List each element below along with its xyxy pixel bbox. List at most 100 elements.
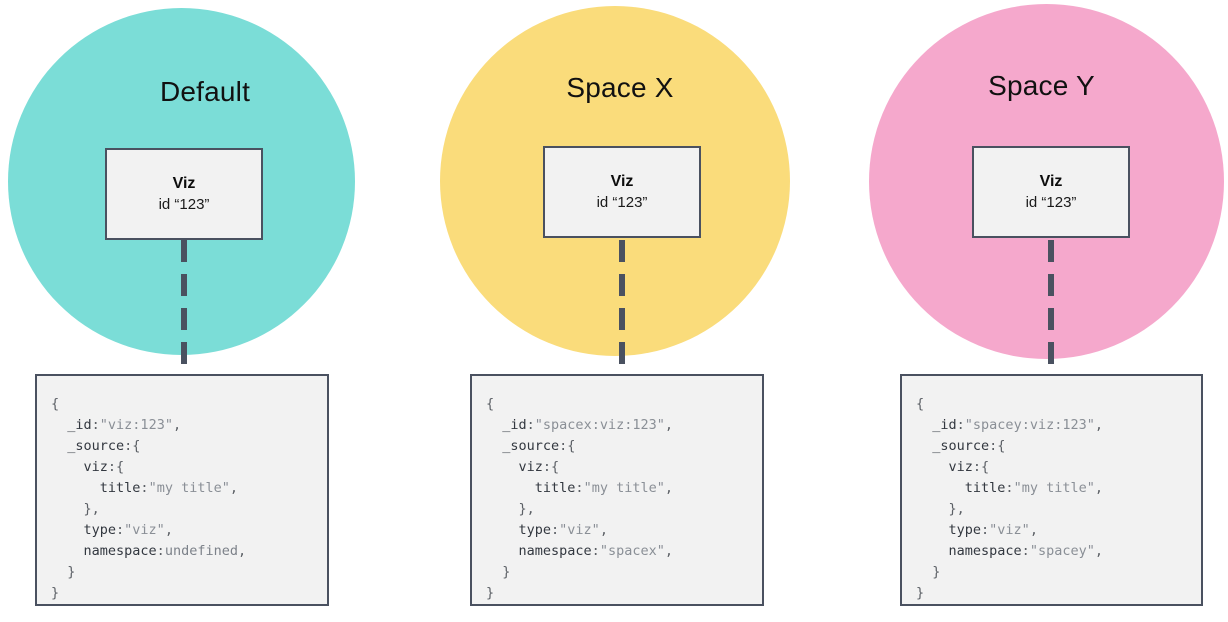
code-token-val: "spacey" [1029,543,1095,559]
code-line: _source:{ [486,436,748,457]
viz-node-subtitle: id “123” [1025,193,1077,211]
code-line: type:"viz", [51,520,313,541]
code-token-punct: :{ [124,438,141,454]
code-line: _source:{ [51,436,313,457]
code-line: }, [486,499,748,520]
code-token-key: _source [502,438,560,454]
code-token-punct: : [1021,543,1030,559]
code-line: } [51,583,313,604]
viz-node-spacey: Viz id “123” [972,146,1130,238]
code-token-key: namespace [948,543,1022,559]
connector-dashed-spacex [619,240,625,376]
code-token-key: viz [518,459,543,475]
code-token-punct: : [575,480,584,496]
viz-node-subtitle: id “123” [596,193,648,211]
code-token-punct: , [172,417,182,433]
code-token-punct: } [916,585,925,601]
code-token-punct: , [1029,522,1038,538]
code-token-punct: : [526,417,535,433]
code-line: } [486,583,748,604]
code-token-key: title [534,480,576,496]
code-token-key: viz [83,459,108,475]
code-token-val: "my title" [583,480,665,496]
space-group-spacex: Space X Viz id “123” { _id:"spacex:viz:1… [430,0,810,622]
code-token-punct: , [237,543,247,559]
code-token-punct: : [116,522,125,538]
code-line: } [51,562,313,583]
code-line: viz:{ [486,457,748,478]
code-token-key: _id [67,417,92,433]
code-token-punct: : [140,480,149,496]
code-token-key: type [948,522,982,538]
code-line: { [51,394,313,415]
code-token-punct: , [664,480,673,496]
code-token-punct: : [981,522,990,538]
connector-dashed-default [181,240,187,376]
code-token-punct: , [164,522,173,538]
space-label-spacey: Space Y [988,70,1095,101]
code-token-punct: :{ [559,438,576,454]
space-label-spacex: Space X [566,72,674,103]
viz-node-title: Viz [1039,172,1063,190]
code-line: _id:"spacey:viz:123", [916,415,1187,436]
viz-node-spacex: Viz id “123” [543,146,701,238]
code-token-punct: :{ [542,459,560,475]
code-token-punct: , [1094,417,1103,433]
code-token-key: title [99,480,141,496]
code-line: viz:{ [51,457,313,478]
space-group-default: Default Viz id “123” { _id:"viz:123", _s… [0,0,410,622]
code-line: _source:{ [916,436,1187,457]
code-token-val: "spacey:viz:123" [964,417,1095,433]
code-token-punct: : [1005,480,1014,496]
space-label-default: Default [159,76,251,107]
code-line: { [916,394,1187,415]
code-line: type:"viz", [916,520,1187,541]
code-line: } [916,562,1187,583]
code-token-key: _id [932,417,957,433]
code-token-punct: :{ [107,459,125,475]
code-line: { [486,394,748,415]
code-line: }, [51,499,313,520]
code-token-key: title [964,480,1006,496]
code-token-val: "spacex" [599,543,665,559]
code-token-val: "viz" [989,522,1030,538]
code-token-punct: , [599,522,608,538]
viz-node-subtitle: id “123” [158,195,210,213]
code-token-punct: : [156,543,165,559]
code-token-punct: } [486,585,495,601]
code-token-punct: :{ [989,438,1006,454]
code-token-punct: }, [83,501,100,517]
code-token-key: namespace [83,543,157,559]
document-json-spacey: { _id:"spacey:viz:123", _source:{ viz:{ … [900,374,1203,606]
code-token-punct: : [91,417,100,433]
code-token-punct: }, [518,501,535,517]
document-json-spacex: { _id:"spacex:viz:123", _source:{ viz:{ … [470,374,764,606]
code-token-key: _source [67,438,125,454]
code-line: namespace:undefined, [51,541,313,562]
code-token-punct: { [916,396,925,412]
code-line: } [486,562,748,583]
viz-node-title: Viz [172,174,196,192]
code-token-key: viz [948,459,973,475]
code-token-punct: } [67,564,76,580]
code-token-punct: : [551,522,560,538]
code-token-key: namespace [518,543,592,559]
code-token-punct: { [486,396,495,412]
code-line: } [916,583,1187,604]
code-line: _id:"viz:123", [51,415,313,436]
viz-node-default: Viz id “123” [105,148,263,240]
code-line: }, [916,499,1187,520]
code-token-punct: { [51,396,60,412]
code-token-key: type [518,522,552,538]
code-token-punct: , [664,417,673,433]
code-token-punct: }, [948,501,965,517]
space-group-spacey: Space Y Viz id “123” { _id:"spacey:viz:1… [855,0,1228,622]
code-token-punct: , [1094,543,1103,559]
code-token-punct: , [1094,480,1103,496]
code-line: namespace:"spacey", [916,541,1187,562]
code-token-punct: :{ [972,459,990,475]
code-token-punct: , [664,543,673,559]
code-token-key: type [83,522,117,538]
code-token-punct: : [956,417,965,433]
code-line: viz:{ [916,457,1187,478]
